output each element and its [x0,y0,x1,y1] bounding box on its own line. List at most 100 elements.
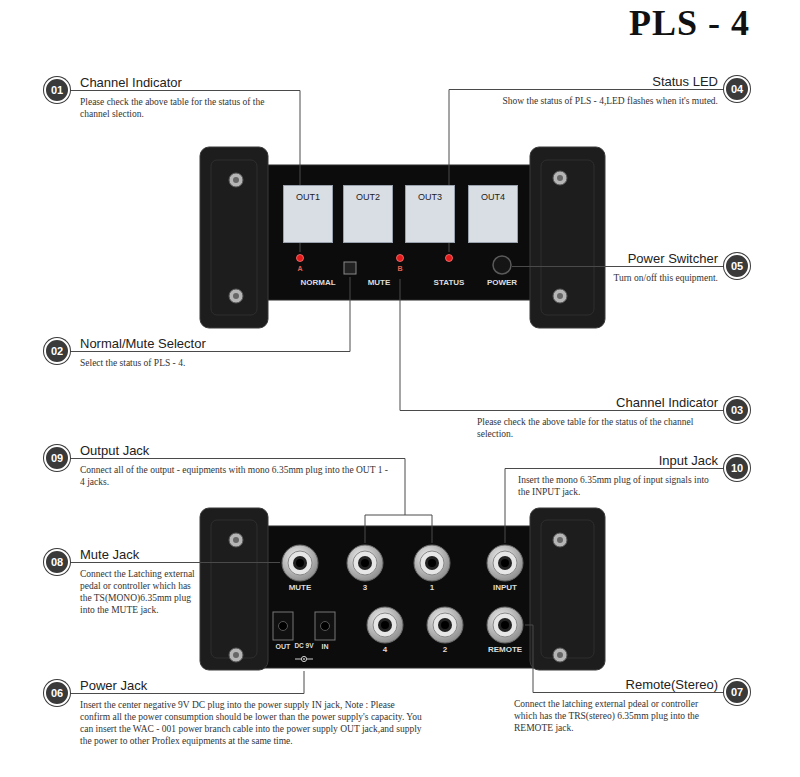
title: PLS - 4 [629,2,750,44]
panel-label: REMOTE [488,646,522,655]
callout-heading: Channel Indicator [80,75,182,90]
screw-head [557,652,563,658]
panel-label: 3 [363,584,367,593]
callout-circle: 07Remote(Stereo)Connect the latching ext… [724,679,750,705]
screw [553,648,567,662]
callout-number: 09 [46,447,68,469]
dc-jack [273,612,293,640]
screw [229,648,243,662]
jack-nut [487,545,523,581]
output-label: OUT4 [481,192,505,202]
callout-number: 02 [46,340,68,362]
callout-number: 03 [726,399,748,421]
jack-ring [420,551,444,575]
leader-line [400,279,724,411]
callout-circle: 06Power JackInsert the center negative 9… [44,680,70,706]
panel-label: OUT [276,643,291,651]
callout-circle: 10Input JackInsert the mono 6.35mm plug … [724,455,750,481]
callout-description: Insert the center negative 9V DC plug in… [80,699,425,747]
callout-description: Show the status of PLS - 4,LED flashes w… [460,95,718,107]
screw [553,533,567,547]
polarity-symbol [295,659,301,660]
screw-head [233,293,239,299]
callout-circle: 03Channel IndicatorPlease check the abov… [724,397,750,423]
jack-nut [367,607,403,643]
jack-nut [414,545,450,581]
jack-hole [381,621,389,629]
polarity-symbol [307,659,313,660]
callout-circle: 08Mute JackConnect the Latching external… [44,549,70,575]
callout-number: 08 [46,551,68,573]
jack-ring [373,613,397,637]
screw [553,171,567,185]
output-window: OUT4 [468,185,518,243]
polarity-symbol [303,658,305,660]
callout-heading: Power Switcher [418,251,718,266]
jack-hole [501,559,509,567]
panel-label: IN [322,643,329,651]
screw [553,289,567,303]
leader-line [70,91,300,253]
output-window: OUT2 [343,185,393,243]
bumper-detail [211,160,257,315]
jack [367,607,403,643]
jack-nut [347,545,383,581]
jack [487,545,523,581]
jack-hole [441,621,449,629]
panel-label: STATUS [434,279,465,288]
callout-heading: Input Jack [418,453,718,468]
callout-number: 01 [46,79,68,101]
jack-ring [433,613,457,637]
panel-label: NORMAL [300,279,335,288]
callout-number: 06 [46,682,68,704]
callout-description: Please check the above table for the sta… [477,416,718,440]
panel-label: MUTE [368,279,391,288]
output-label: OUT2 [356,192,380,202]
callout-description: Insert the mono 6.35mm plug of input sig… [518,474,718,498]
jack-socket [293,556,307,570]
output-label: OUT3 [418,192,442,202]
output-window: OUT1 [283,185,333,243]
jack-socket [498,618,512,632]
jack [414,545,450,581]
callout-number: 10 [726,457,748,479]
callout-description: Connect the Latching external pedal or c… [80,568,200,616]
jack-ring [493,613,517,637]
panel-label: INPUT [493,584,517,593]
rubber-bumper [200,147,268,328]
jack [487,607,523,643]
jack-ring [493,551,517,575]
panel-label: MUTE [289,584,312,593]
back-panel [262,526,536,668]
callout-heading: Normal/Mute Selector [80,336,206,351]
panel-label: 2 [443,646,447,655]
panel-label: POWER [487,279,517,288]
screw [229,289,243,303]
jack-nut [427,607,463,643]
jack-nut [487,607,523,643]
jack-ring [288,551,312,575]
screw-head [557,175,563,181]
screw [229,533,243,547]
jack [427,607,463,643]
screw [229,173,243,187]
callout-description: Connect the latching external pdeal or c… [514,698,718,734]
jack [282,545,318,581]
leader-line [70,562,280,563]
power-knob [493,256,511,274]
dc-socket [279,622,288,631]
jack-hole [361,559,369,567]
jack-socket [358,556,372,570]
screw-head [557,293,563,299]
jack-hole [501,621,509,629]
jack-ring [353,551,377,575]
jack-nut [282,545,318,581]
screw-head [233,177,239,183]
callout-heading: Power Jack [80,678,147,693]
rubber-bumper [530,147,605,328]
leader-line [70,459,405,516]
bumper-detail [541,520,594,658]
callout-description: Turn on/off this equipment. [518,272,718,284]
callout-number: 05 [726,255,748,277]
screw-head [557,537,563,543]
